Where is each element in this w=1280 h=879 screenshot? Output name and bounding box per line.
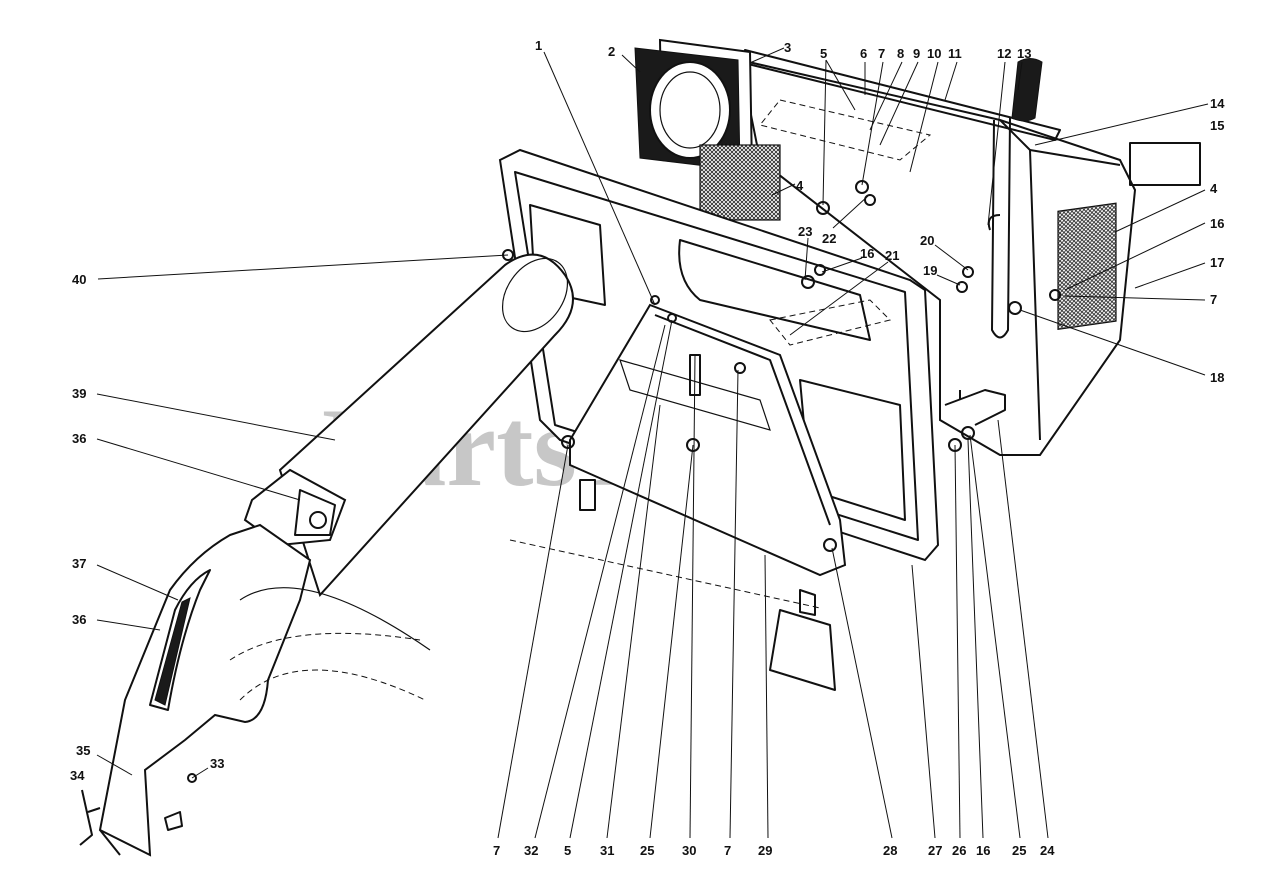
callout-label: 23 [798,224,812,239]
callout-label: 29 [758,843,772,858]
hardware-fasteners [502,180,1061,452]
callout-label: 14 [1210,96,1225,111]
callout-label: 12 [997,46,1011,61]
discharge-tube [278,253,574,597]
callout-label: 21 [885,248,899,263]
callout-label: 16 [976,843,990,858]
callout-label: 25 [1012,843,1026,858]
callout-label: 36 [72,612,86,627]
callout-label: 35 [76,743,90,758]
callout-label: 10 [927,46,941,61]
decal-label [1129,142,1201,186]
callout-label: 37 [72,556,86,571]
chute-elbow [79,523,431,857]
right-screen [1057,202,1117,330]
callout-label: 34 [70,768,85,783]
callout-label: 27 [928,843,942,858]
left-screen [699,144,781,221]
handle [987,58,1043,339]
callout-label: 33 [210,756,224,771]
callout-label: 15 [1210,118,1224,133]
callout-label: 9 [913,46,920,61]
tube-clamp [243,468,347,547]
callout-label: 36 [72,431,86,446]
callout-label: 25 [640,843,654,858]
callout-label: 16 [1210,216,1224,231]
callout-label: 22 [822,231,836,246]
callout-label: 5 [564,843,571,858]
callout-label: 3 [784,40,791,55]
callout-label: 7 [493,843,500,858]
callout-label: 24 [1040,843,1055,858]
callouts: 1 2 3 4 5 6 7 8 9 10 11 12 13 14 15 4 [70,38,1225,858]
callout-label: 8 [897,46,904,61]
callout-label: 20 [920,233,934,248]
callout-label: 32 [524,843,538,858]
u-bolt [944,389,1006,426]
callout-label: 1 [535,38,542,53]
callout-label: 18 [1210,370,1224,385]
mounting-plate [569,303,847,577]
callout-label: 2 [608,44,615,59]
intake-flange [634,38,781,221]
callout-label: 40 [72,272,86,287]
callout-label: 7 [724,843,731,858]
lower-bracket [769,609,836,691]
callout-label: 4 [796,178,804,193]
callout-label: 17 [1210,255,1224,270]
callout-label: 7 [878,46,885,61]
callout-label: 6 [860,46,867,61]
callout-label: 39 [72,386,86,401]
callout-label: 5 [820,46,827,61]
callout-label: 7 [1210,292,1217,307]
callout-label: 11 [948,46,962,61]
callout-label: 31 [600,843,614,858]
callout-label: 16 [860,246,874,261]
callout-label: 13 [1017,46,1031,61]
callout-label: 30 [682,843,696,858]
callout-label: 19 [923,263,937,278]
callout-label: 4 [1210,181,1218,196]
callout-label: 26 [952,843,966,858]
callout-label: 28 [883,843,897,858]
